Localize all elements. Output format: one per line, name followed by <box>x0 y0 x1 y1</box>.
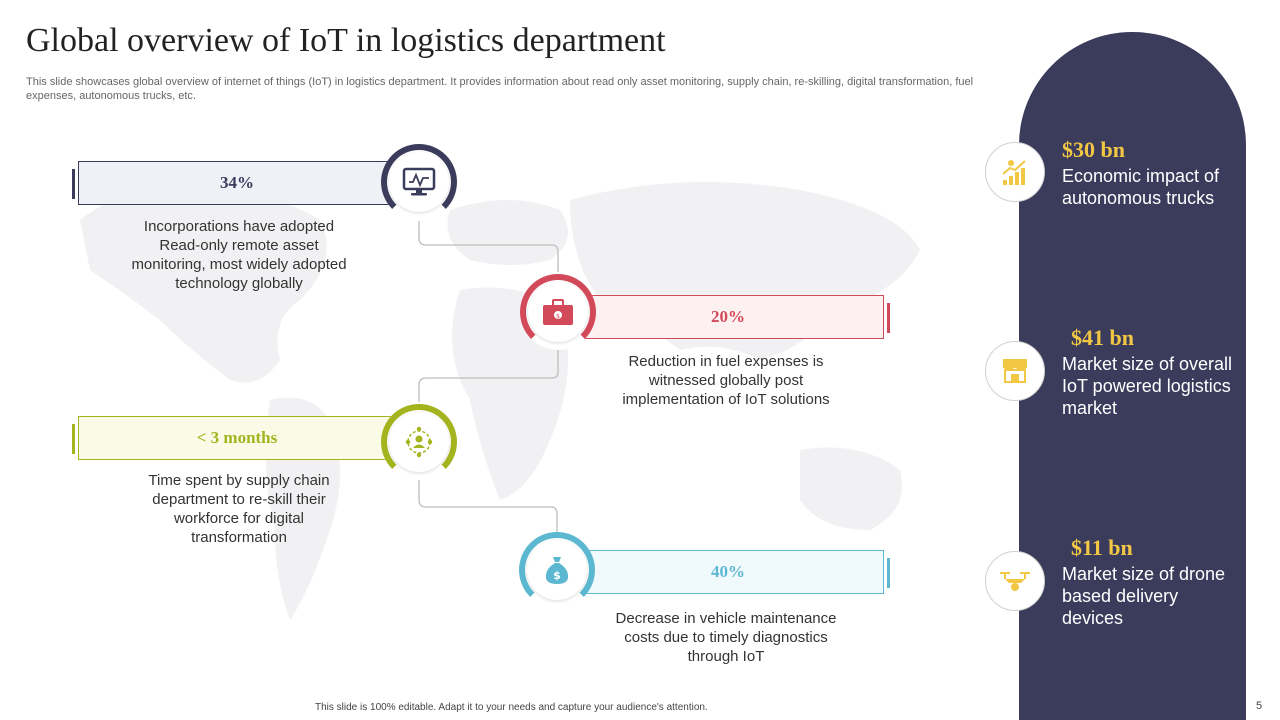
stat-icon-2 <box>985 341 1045 401</box>
item-2-description: Reduction in fuel expenses is witnessed … <box>622 353 830 408</box>
circle-icon-3 <box>381 404 457 480</box>
stat-bar-2: 20% <box>572 295 890 339</box>
stats-panel <box>1019 32 1246 720</box>
money-bag-icon: $ <box>545 557 569 584</box>
toolbox-icon: $ <box>543 299 573 325</box>
circle-icon-2: $ <box>520 274 596 350</box>
stat-2-label: Market size of overall IoT powered logis… <box>1062 354 1233 418</box>
stat-bar-1-value: 34% <box>220 173 254 192</box>
monitor-icon <box>402 167 436 196</box>
stat-1-value: $30 bn <box>1062 137 1125 162</box>
stat-bar-4: 40% <box>572 550 890 594</box>
stat-icon-3 <box>985 551 1045 611</box>
circle-icon-4: $ <box>519 532 595 608</box>
bar-accent-mark <box>887 303 890 333</box>
bar-chart-icon <box>1002 160 1026 185</box>
item-4-description: Decrease in vehicle maintenance costs du… <box>615 610 837 665</box>
stat-icon-1 <box>985 142 1045 202</box>
circle-icon-1 <box>381 144 457 220</box>
drone-icon <box>1000 572 1030 591</box>
bar-accent-mark <box>72 424 75 454</box>
stat-bar-3-value: < 3 months <box>196 428 278 447</box>
page-number: 5 <box>1256 700 1263 712</box>
stat-bar-1: 34% <box>72 161 396 205</box>
page-subtitle: This slide showcases global overview of … <box>26 76 974 102</box>
stat-3-label: Market size of drone based delivery devi… <box>1062 564 1226 628</box>
workforce-icon <box>405 426 433 458</box>
storefront-icon <box>1003 359 1027 383</box>
bar-accent-mark <box>72 169 75 199</box>
stat-bar-3: < 3 months <box>72 416 396 460</box>
svg-text:$: $ <box>556 313 560 320</box>
item-3-description: Time spent by supply chain department to… <box>148 472 330 546</box>
stat-bar-2-value: 20% <box>711 307 745 326</box>
stat-1-label: Economic impact of autonomous trucks <box>1062 166 1220 208</box>
stat-bar-4-value: 40% <box>711 562 745 581</box>
stat-3-value: $11 bn <box>1071 535 1133 560</box>
svg-text:$: $ <box>553 569 561 582</box>
item-1-description: Incorporations have adopted Read-only re… <box>131 218 347 292</box>
bar-accent-mark <box>887 558 890 588</box>
stat-2-value: $41 bn <box>1071 325 1134 350</box>
footer-note: This slide is 100% editable. Adapt it to… <box>315 702 708 713</box>
page-title: Global overview of IoT in logistics depa… <box>26 22 666 59</box>
